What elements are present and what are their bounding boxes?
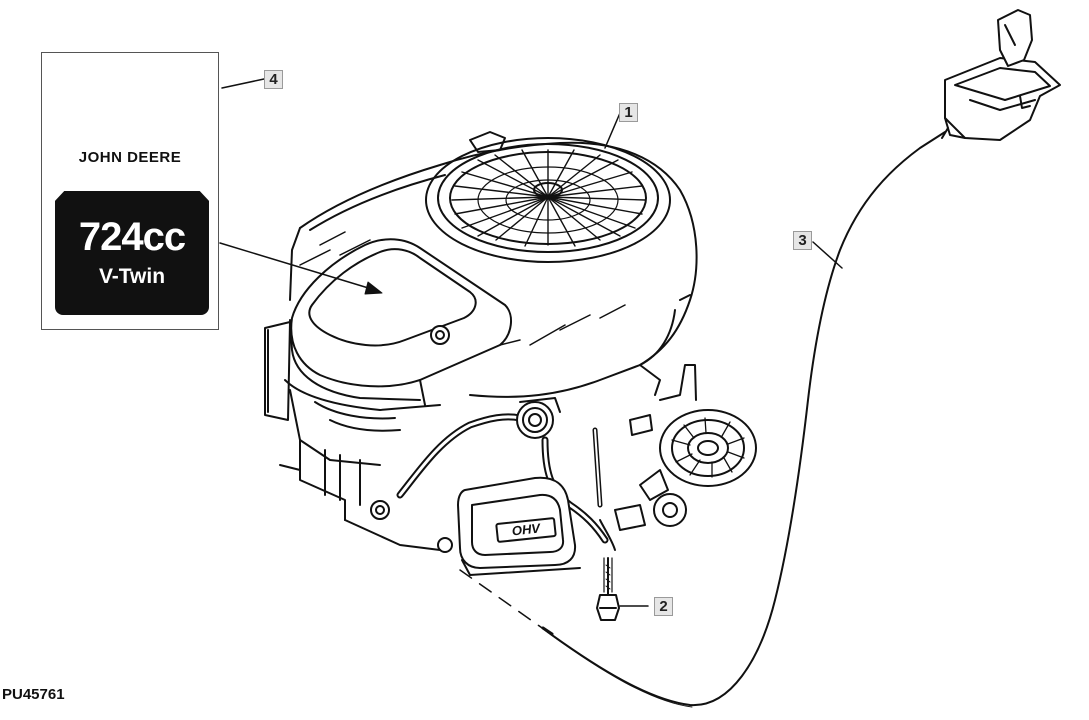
decal-arrow-head [364, 281, 383, 295]
callout-2: 2 [654, 597, 673, 616]
leader-4 [221, 78, 265, 89]
fuel-hoses [396, 397, 609, 544]
throttle-lever [941, 9, 1061, 141]
callout-3: 3 [793, 231, 812, 250]
figure-id: PU45761 [2, 686, 65, 703]
decal-badge: 724cc V-Twin [55, 191, 209, 315]
leader-1 [604, 112, 621, 149]
callout-1: 1 [619, 103, 638, 122]
air-cleaner-cover [289, 238, 512, 406]
engine-right-side [599, 364, 757, 551]
decal-engine-type: V-Twin [98, 265, 166, 288]
decal-arrow-line [219, 242, 376, 291]
engine-shroud [289, 131, 698, 398]
throttle-cable [541, 131, 946, 708]
bolt [596, 557, 620, 621]
callout-4: 4 [264, 70, 283, 89]
engine-left-side [264, 321, 453, 553]
flywheel-screen [425, 137, 671, 263]
decal-brand: JOHN DEERE [78, 149, 182, 166]
leader-3 [812, 241, 843, 269]
dashed-leader [459, 569, 546, 631]
engine-decal: JOHN DEERE 724cc V-Twin [41, 52, 219, 330]
decal-displacement: 724cc [78, 215, 186, 259]
